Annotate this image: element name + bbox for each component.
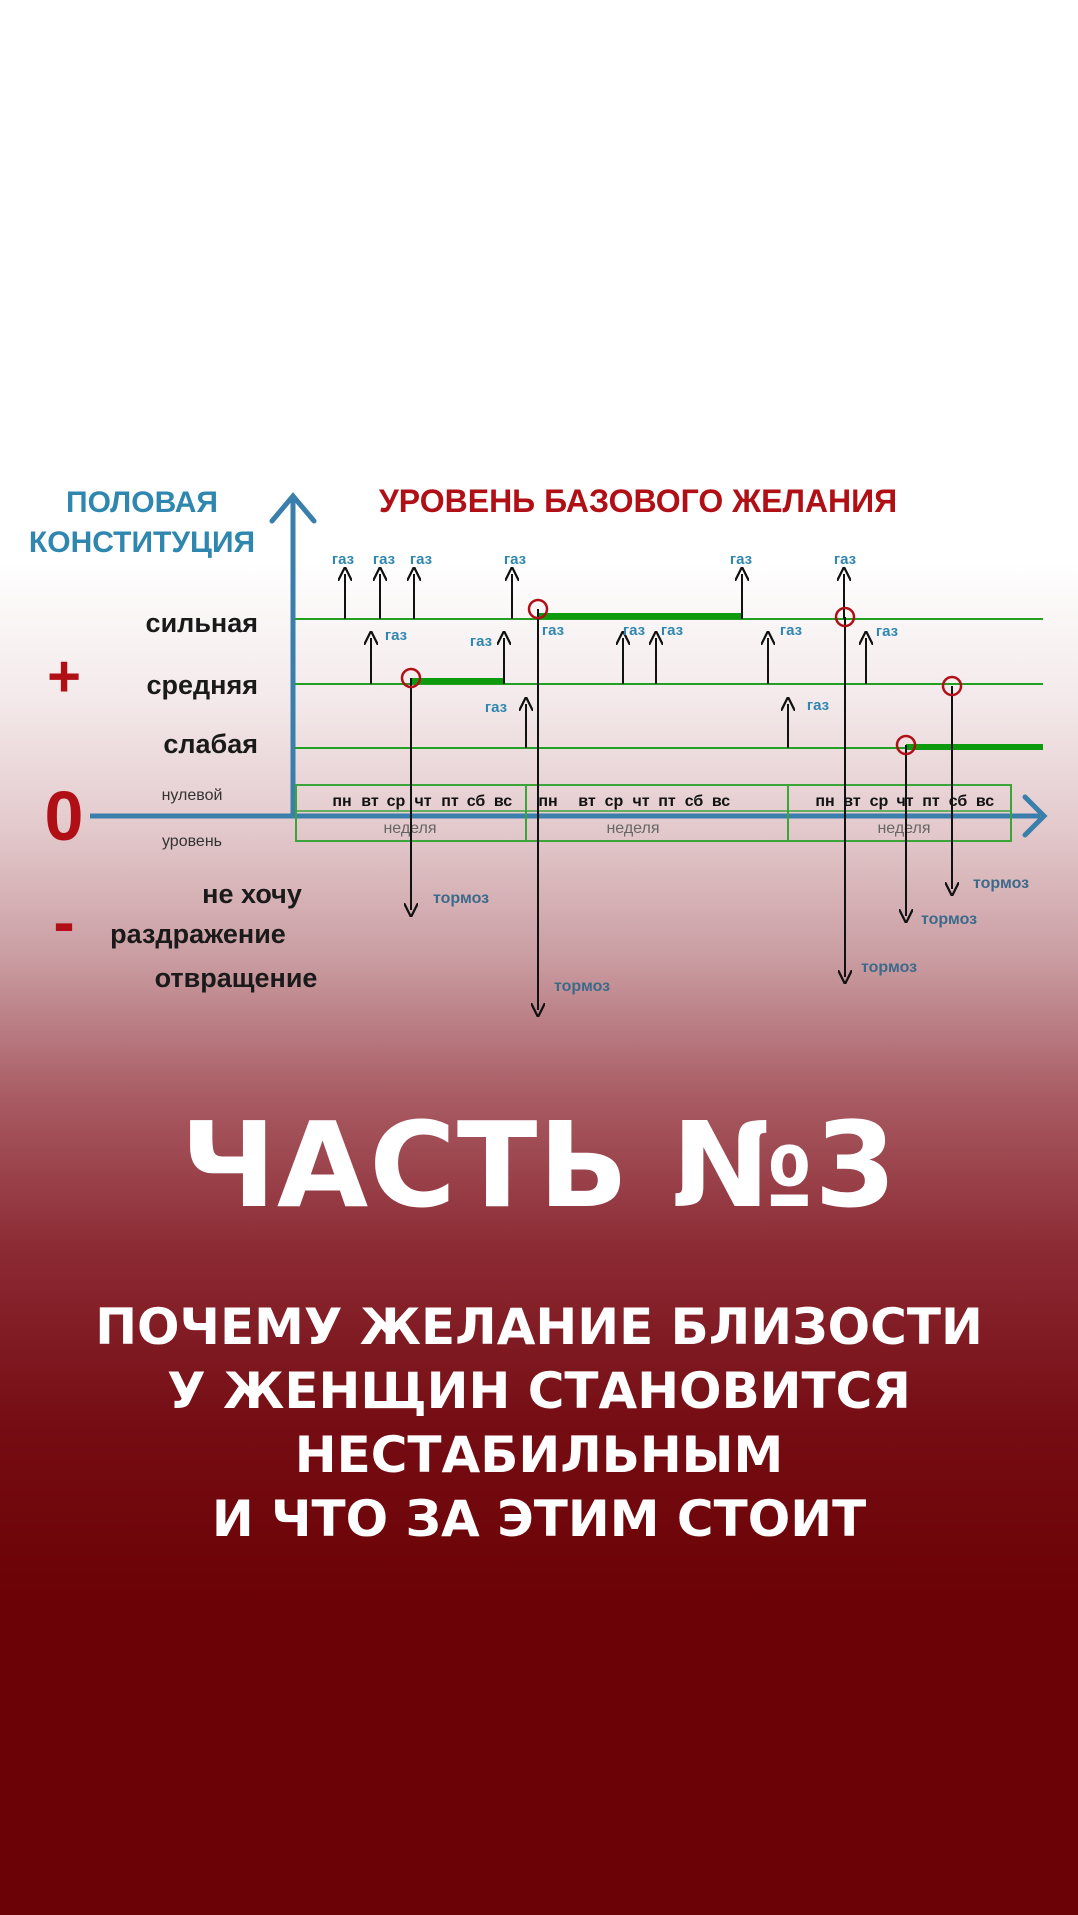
brake-label-5: тормоз — [973, 875, 1029, 892]
turning-point-marker-3 — [834, 606, 856, 628]
zero-symbol: 0 — [45, 777, 84, 855]
week2-day-sun: вс — [712, 793, 730, 810]
gas-label-14: газ — [485, 699, 507, 716]
brake-label-4: тормоз — [921, 911, 977, 928]
week3-day-sat: сб — [949, 793, 968, 810]
horizontal-axis-arrowhead — [1022, 794, 1048, 838]
brake-label-1: тормоз — [433, 890, 489, 907]
week3-day-fri: пт — [922, 793, 940, 810]
plus-sign: + — [47, 644, 81, 709]
gas-label-3: газ — [410, 551, 432, 568]
part-title: ЧАСТЬ №3 — [180, 1096, 898, 1234]
negative-level-2: раздражение — [110, 919, 286, 949]
week2-day-mon: пн — [538, 793, 557, 810]
subtitle-line-3: НЕСТАБИЛЬНЫМ — [294, 1426, 784, 1484]
gas-label-2: газ — [373, 551, 395, 568]
level-weak-label: слабая — [163, 729, 258, 759]
gas-label-4: газ — [504, 551, 526, 568]
turning-point-marker-5 — [941, 675, 963, 697]
gas-label-15: газ — [807, 697, 829, 714]
negative-level-1: не хочу — [202, 879, 302, 909]
brake-label-2: тормоз — [554, 978, 610, 995]
desire-level-diagram: ПОЛОВАЯ КОНСТИТУЦИЯ УРОВЕНЬ БАЗОВОГО ЖЕЛ… — [29, 483, 1048, 1060]
week2-day-sat: сб — [685, 793, 704, 810]
minus-sign: - — [53, 886, 74, 958]
brake-label-3: тормоз — [861, 959, 917, 976]
gas-label-1: газ — [332, 551, 354, 568]
turning-point-marker-2 — [527, 598, 549, 620]
negative-level-3: отвращение — [155, 963, 318, 993]
gas-label-13: газ — [876, 623, 898, 640]
gas-label-6: газ — [834, 551, 856, 568]
subtitle-line-4: И ЧТО ЗА ЭТИМ СТОИТ — [211, 1490, 867, 1548]
gas-label-12: газ — [780, 622, 802, 639]
turning-point-marker-4 — [895, 734, 917, 756]
gas-label-5: газ — [730, 551, 752, 568]
week1-day-wed: ср — [387, 793, 406, 810]
week2-day-tue: вт — [578, 793, 596, 810]
week2-day-wed: ср — [605, 793, 624, 810]
week3-day-tue: вт — [843, 793, 861, 810]
week2-day-fri: пт — [658, 793, 676, 810]
week1-day-tue: вт — [361, 793, 379, 810]
week1-day-fri: пт — [441, 793, 459, 810]
week3-day-mon: пн — [815, 793, 834, 810]
subtitle: ПОЧЕМУ ЖЕЛАНИЕ БЛИЗОСТИ У ЖЕНЩИН СТАНОВИ… — [20, 1295, 1058, 1551]
week-box-3 — [787, 784, 1012, 842]
week1-day-sun: вс — [494, 793, 512, 810]
week1-day-thu: чт — [414, 793, 431, 810]
week2-day-thu: чт — [632, 793, 649, 810]
gas-label-10: газ — [623, 622, 645, 639]
gas-label-11: газ — [661, 622, 683, 639]
gas-label-7: газ — [385, 627, 407, 644]
week3-day-sun: вс — [976, 793, 994, 810]
gas-label-9: газ — [542, 622, 564, 639]
zero-level-label-line2: уровень — [162, 833, 222, 850]
subtitle-line-1: ПОЧЕМУ ЖЕЛАНИЕ БЛИЗОСТИ — [95, 1298, 983, 1356]
diagram-title: УРОВЕНЬ БАЗОВОГО ЖЕЛАНИЯ — [379, 483, 897, 519]
week1-day-mon: пн — [332, 793, 351, 810]
level-medium-label: средняя — [147, 670, 258, 700]
gas-label-8: газ — [470, 633, 492, 650]
left-axis-title-line1: ПОЛОВАЯ — [66, 486, 218, 519]
week1-day-sat: сб — [467, 793, 486, 810]
level-strong-label: сильная — [146, 608, 258, 638]
turning-point-marker-1 — [400, 667, 422, 689]
week2-label: неделя — [606, 820, 659, 837]
subtitle-line-2: У ЖЕНЩИН СТАНОВИТСЯ — [167, 1362, 911, 1420]
week3-label: неделя — [877, 820, 930, 837]
week3-day-wed: ср — [870, 793, 889, 810]
vertical-axis-arrowhead — [269, 492, 317, 524]
left-axis-title-line2: КОНСТИТУЦИЯ — [29, 526, 255, 559]
zero-level-label-line1: нулевой — [162, 787, 223, 804]
